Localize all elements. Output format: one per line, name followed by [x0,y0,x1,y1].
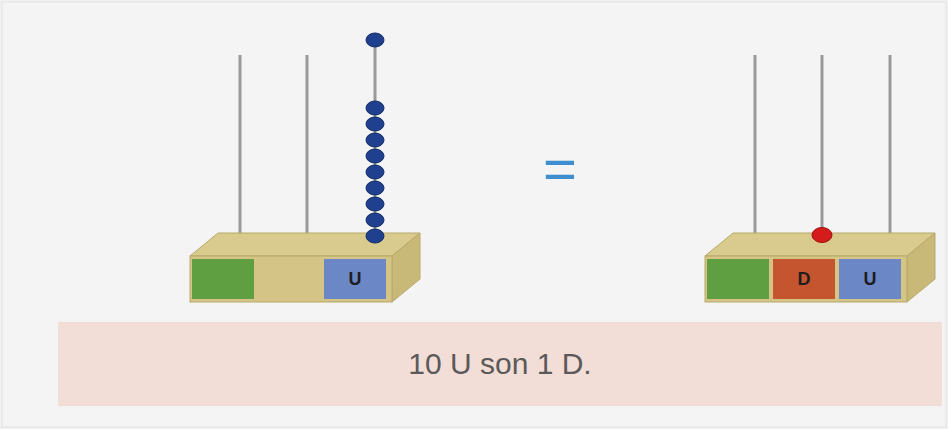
green-square [707,259,769,299]
units-square: U [324,259,386,299]
base-front [190,256,392,302]
tens-square: D [773,259,835,299]
right-abacus [705,55,935,302]
node-text: U [349,269,362,290]
node-text: 10 U son 1 D. [408,347,591,381]
units-square: U [839,259,901,299]
statement-band: 10 U son 1 D. [58,322,942,406]
rod [821,55,824,246]
blue-beads [366,33,384,243]
rod [754,55,757,246]
rod [889,55,892,246]
base-end [392,233,420,302]
rod [306,55,309,246]
base-front [705,256,907,302]
node-text: U [864,269,877,290]
left-abacus [190,33,420,302]
equals-sign: = [520,140,600,198]
node-text: D [798,269,811,290]
base-end [907,233,935,302]
red-bead [812,228,832,243]
green-square [192,259,254,299]
base-top [190,233,420,256]
rod [239,55,242,246]
